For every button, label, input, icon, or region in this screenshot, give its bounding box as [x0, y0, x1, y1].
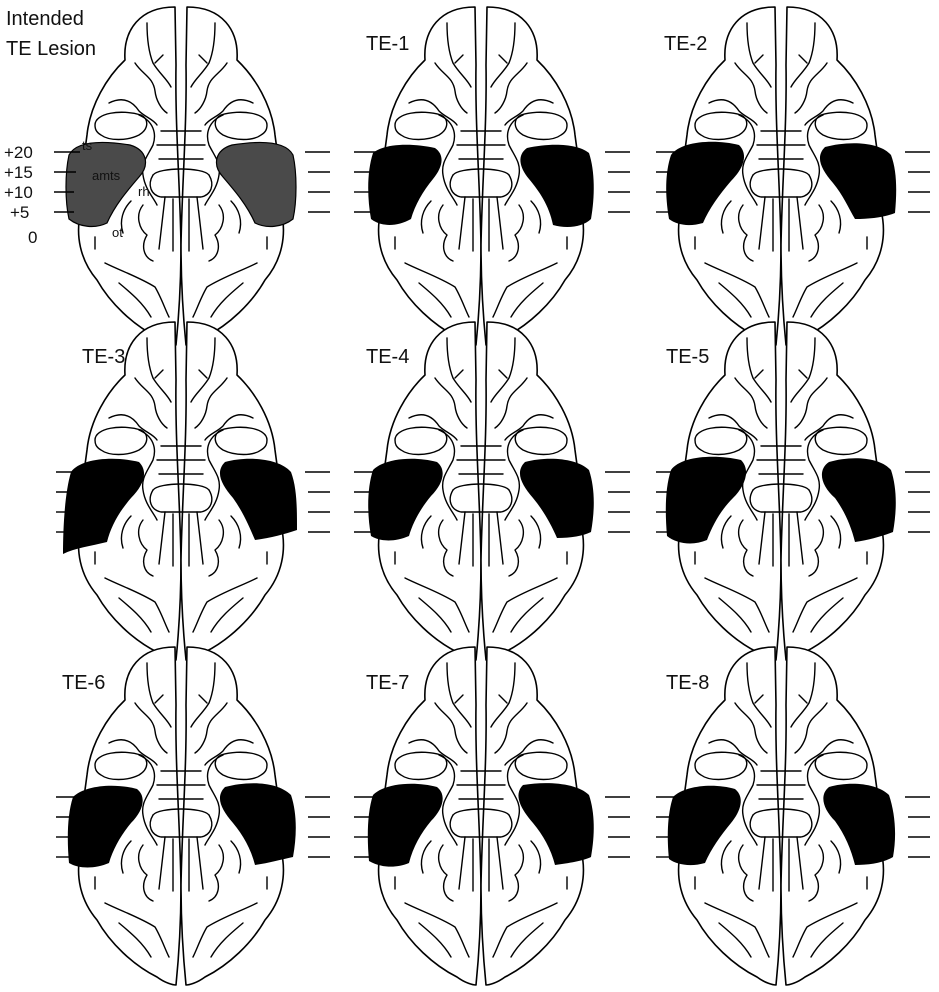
- sulcus-label-ot: ot: [112, 225, 123, 240]
- panel-intended: Intended TE Lesion ts amts rh ot +20 +15…: [4, 7, 330, 345]
- panel-title: TE-4: [366, 346, 409, 368]
- panel-title-line-2: TE Lesion: [6, 38, 96, 60]
- panel-te-3: TE-3: [56, 322, 330, 660]
- panel-title: TE-5: [666, 346, 709, 368]
- panel-te-7: TE-7: [354, 647, 630, 985]
- panel-te-1: TE-1: [354, 7, 630, 345]
- sulcus-label-ts: ts: [82, 138, 93, 153]
- level-label-plus20: +20: [4, 143, 33, 162]
- panel-te-2: TE-2: [656, 7, 930, 345]
- panel-te-6: TE-6: [56, 647, 330, 985]
- panel-title-line-1: Intended: [6, 8, 84, 30]
- level-label-plus15: +15: [4, 163, 33, 182]
- sulcus-label-rh: rh: [138, 184, 150, 199]
- level-label-plus5: +5: [10, 203, 29, 222]
- panel-te-5: TE-5: [656, 322, 930, 660]
- panel-te-4: TE-4: [354, 322, 630, 660]
- panel-title: TE-2: [664, 33, 707, 55]
- panel-title: TE-3: [82, 346, 125, 368]
- sulcus-label-amts: amts: [92, 168, 121, 183]
- panel-title: TE-6: [62, 672, 105, 694]
- level-label-zero: 0: [28, 228, 37, 247]
- panel-title: TE-8: [666, 672, 709, 694]
- panel-title: TE-7: [366, 672, 409, 694]
- level-label-plus10: +10: [4, 183, 33, 202]
- panel-te-8: TE-8: [656, 647, 930, 985]
- panel-title: TE-1: [366, 33, 409, 55]
